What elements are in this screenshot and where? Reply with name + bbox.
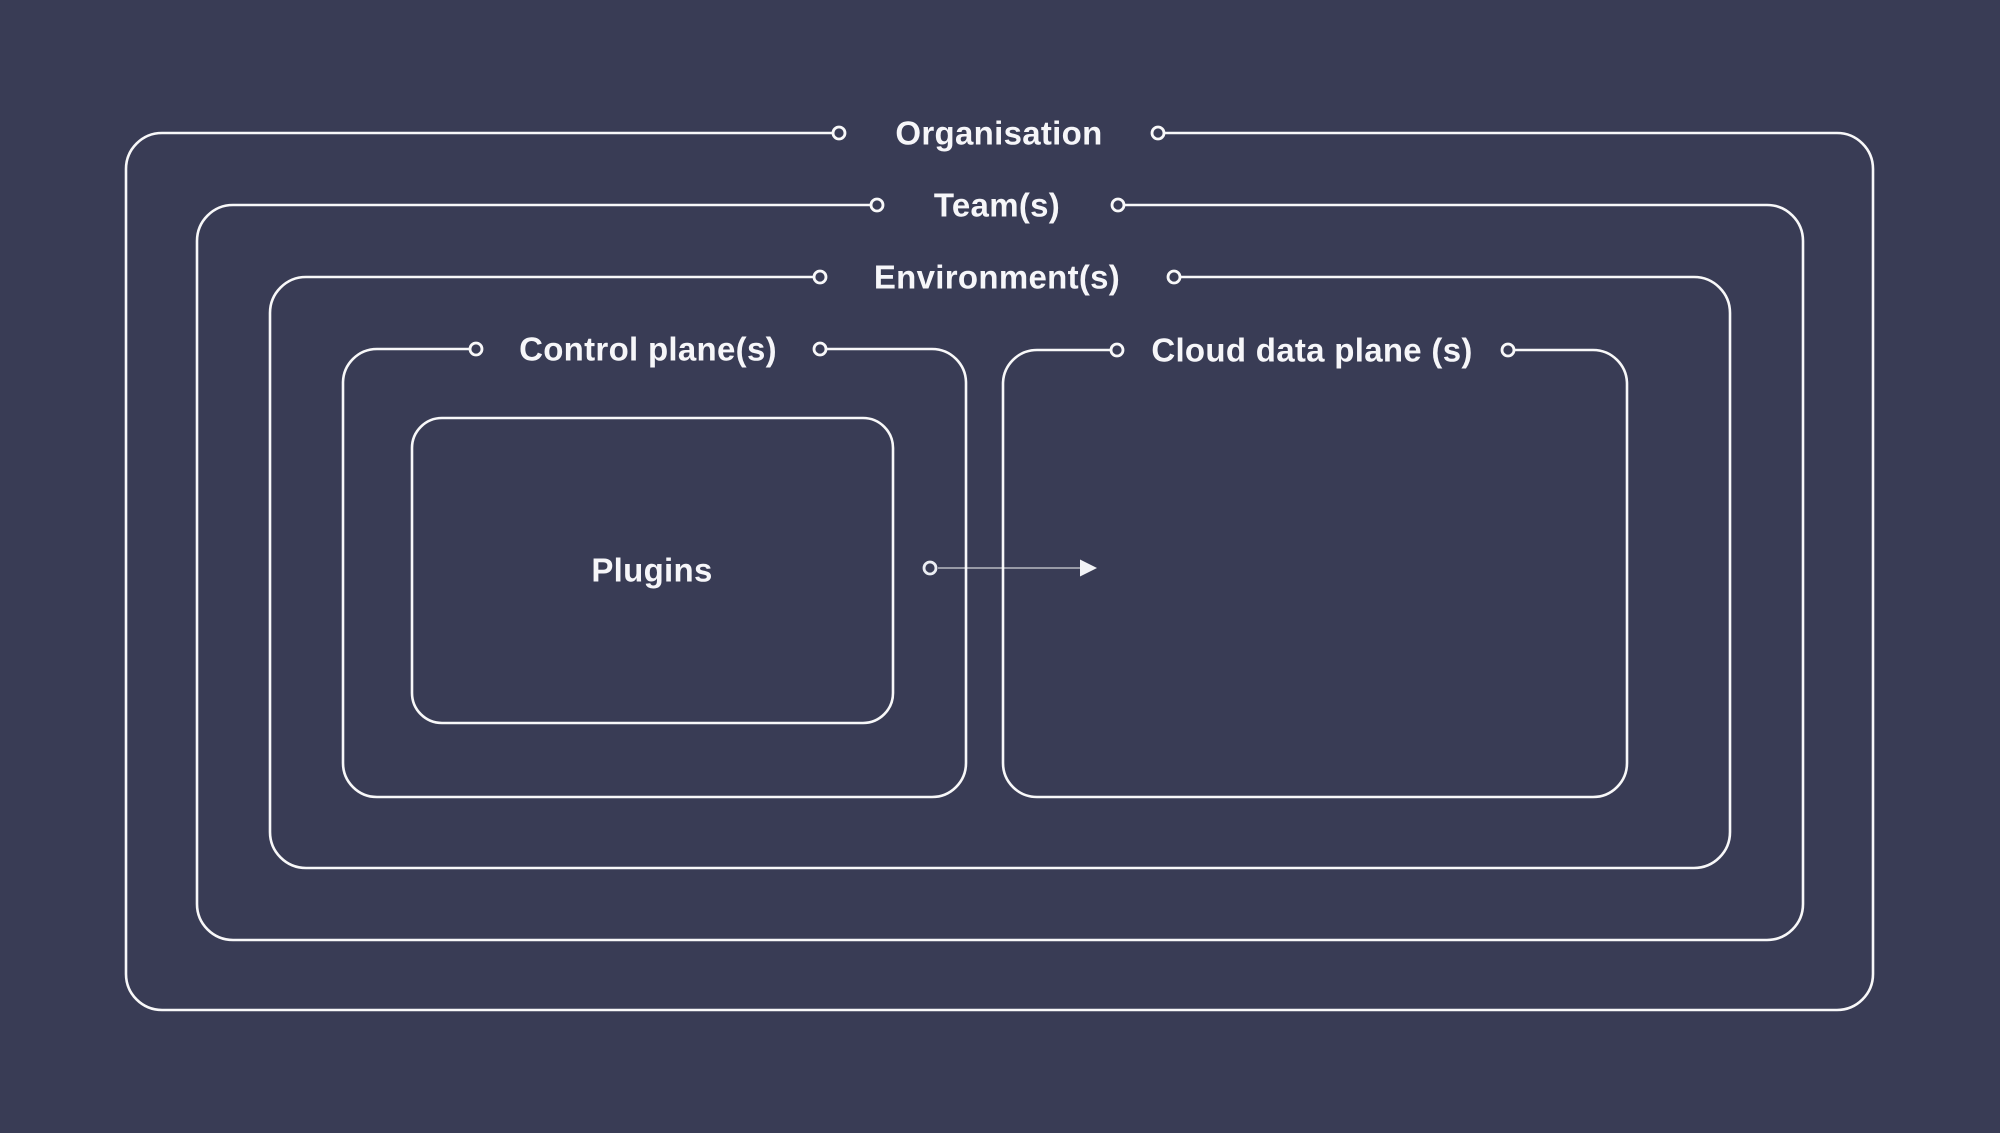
- box-cloud-data-planes: Cloud data plane (s): [1001, 332, 1629, 799]
- box-label-cloud-data-planes: Cloud data plane (s): [1151, 332, 1472, 369]
- plugins-to-cloud-arrow: [922, 559, 1097, 577]
- ring-environments: Environment(s): [268, 259, 1732, 870]
- box-control-planes-border: [341, 347, 968, 799]
- ring-organisation: Organisation: [124, 115, 1875, 1012]
- ring-label-teams: Team(s): [934, 187, 1060, 224]
- arrow-start-circle-icon: [922, 560, 938, 576]
- arrow-head-icon: [1080, 559, 1097, 577]
- line-endpoint-circle-icon: [831, 125, 847, 141]
- box-label-control-planes: Control plane(s): [519, 331, 777, 368]
- ring-environments-border: [268, 275, 1732, 870]
- ring-organisation-border: [124, 131, 1875, 1012]
- line-endpoint-circle-icon: [812, 269, 828, 285]
- box-plugins: Plugins: [410, 416, 895, 725]
- box-cloud-data-planes-border: [1001, 348, 1629, 799]
- line-endpoint-circle-icon: [869, 197, 885, 213]
- line-endpoint-circle-icon: [468, 341, 484, 357]
- line-endpoint-circle-icon: [812, 341, 828, 357]
- line-endpoint-circle-icon: [1500, 342, 1516, 358]
- box-plugins-border: [410, 416, 895, 725]
- line-endpoint-circle-icon: [1110, 197, 1126, 213]
- ring-label-environments: Environment(s): [874, 259, 1120, 296]
- ring-label-organisation: Organisation: [895, 115, 1102, 152]
- box-label-plugins: Plugins: [591, 552, 712, 589]
- line-endpoint-circle-icon: [1150, 125, 1166, 141]
- ring-teams: Team(s): [195, 187, 1805, 942]
- ring-teams-border: [195, 203, 1805, 942]
- line-endpoint-circle-icon: [1166, 269, 1182, 285]
- box-control-planes: Control plane(s): [341, 331, 968, 799]
- line-endpoint-circle-icon: [1109, 342, 1125, 358]
